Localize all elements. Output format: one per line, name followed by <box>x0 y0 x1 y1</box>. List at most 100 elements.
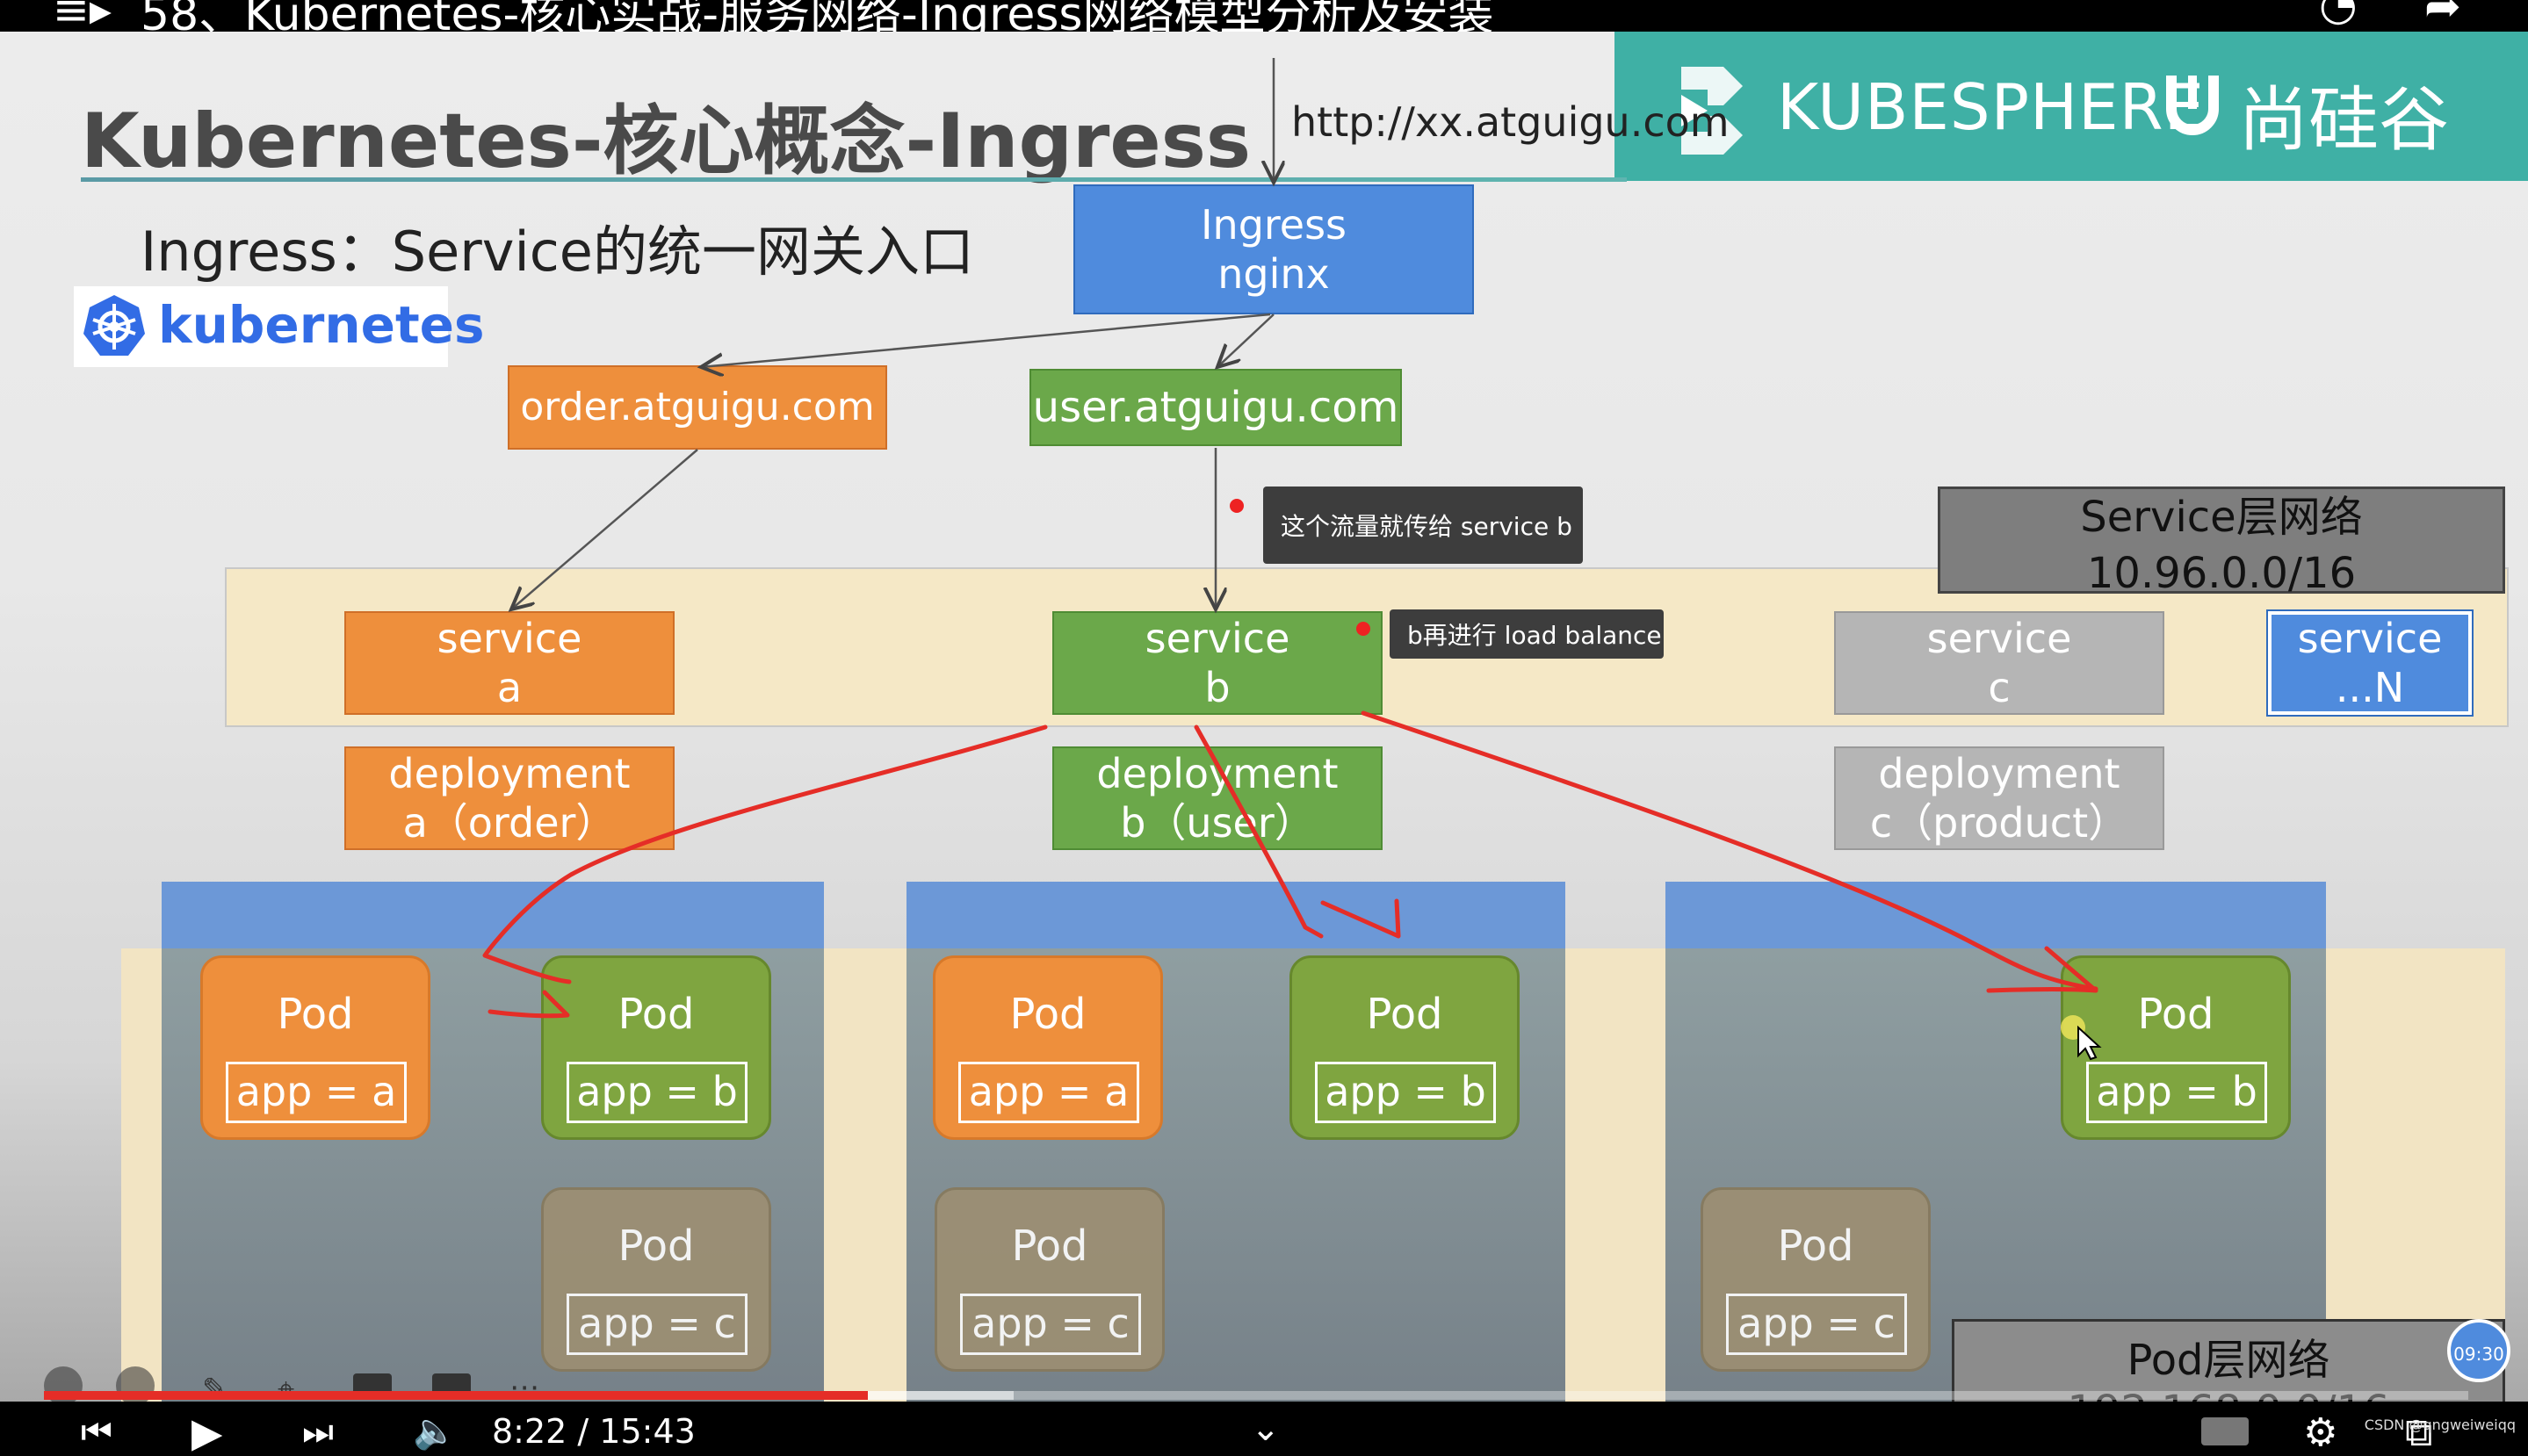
pod-layer-title: Pod层网络 <box>2127 1336 2330 1385</box>
host-user-box: user.atguigu.com <box>1029 369 1402 446</box>
pod-label: Pod <box>1009 990 1087 1039</box>
video-progress-bar[interactable] <box>44 1391 2468 1400</box>
pod-app-label: app = b <box>2086 1062 2267 1123</box>
settings-gear-icon[interactable]: ⚙ <box>2303 1410 2338 1455</box>
diagram-arrows <box>482 58 2102 1061</box>
annotation-tooltip-1: 这个流量就传给 service b <box>1263 487 1583 564</box>
pod-label: Pod <box>1366 990 1443 1039</box>
deployment-b-name: b（user） <box>1120 799 1315 847</box>
deployment-a-label: deployment <box>388 749 631 797</box>
brand-logo-icon <box>2166 76 2219 135</box>
video-title-bar: ≡▸ 58、Kubernetes-核心实战-服务网络-Ingress网络模型分析… <box>0 0 2528 32</box>
pod-node1-a: Pod app = a <box>200 955 430 1140</box>
kubernetes-wordmark: kubernetes <box>158 295 485 355</box>
player-controls: ⏮ ▶ ⏭ 🔈 8:22 / 15:43 ⌄ ⚙ ⧉ <box>0 1402 2528 1456</box>
pod-label: Pod <box>277 990 354 1039</box>
slide-canvas: KUBESPHERE 尚硅谷 Kubernetes-核心概念-Ingress h… <box>0 32 2528 1402</box>
red-arrow-tick-middle <box>1320 898 1401 939</box>
previous-icon[interactable]: ⏮ <box>81 1412 112 1452</box>
time-display: 8:22 / 15:43 <box>492 1412 696 1451</box>
pod-label: Pod <box>1777 1222 1854 1271</box>
red-arrow-tick-right <box>1986 946 2098 993</box>
annotation-text-2: b再进行 load balance <box>1407 621 1662 650</box>
pod-node1-c: Pod app = c <box>541 1187 771 1372</box>
timer-badge: 09:30 <box>2447 1319 2510 1382</box>
pod-app-label: app = c <box>960 1294 1141 1355</box>
deployment-a-name: a（order） <box>402 799 617 847</box>
pod-label: Pod <box>618 1222 695 1271</box>
watermark: CSDN @qngweiweiqq <box>2364 1416 2516 1433</box>
node-3-header <box>1665 882 2326 952</box>
arrow-ingress-to-order <box>701 313 1271 367</box>
service-b-box: service b <box>1052 611 1383 715</box>
annotation-text-1: 这个流量就传给 service b <box>1281 512 1572 541</box>
next-icon[interactable]: ⏭ <box>302 1412 334 1452</box>
kubernetes-helm-icon <box>83 295 145 356</box>
host-order-box: order.atguigu.com <box>508 365 887 450</box>
service-n-name: ...N <box>2335 664 2405 711</box>
service-c-label: service <box>1926 614 2072 662</box>
nginx-label: nginx <box>1217 250 1330 298</box>
kubernetes-logo: kubernetes <box>74 286 485 367</box>
pod-node1-b: Pod app = b <box>541 955 771 1140</box>
pod-layer-label-box: Pod层网络 192.168.0.0/16 <box>1952 1319 2505 1402</box>
title-underline <box>81 177 1627 182</box>
pod-node2-a: Pod app = a <box>933 955 1163 1140</box>
ingress-label: Ingress <box>1200 200 1347 249</box>
watch-later-icon[interactable]: ◔ <box>2319 0 2358 30</box>
pod-label: Pod <box>1011 1222 1088 1271</box>
slide-title: Kubernetes-核心概念-Ingress <box>81 97 1252 185</box>
service-a-box: service a <box>344 611 675 715</box>
deployment-c-label: deployment <box>1878 749 2120 797</box>
kubesphere-wordmark: KUBESPHERE <box>1777 70 2206 144</box>
red-arrow-tick-left <box>488 990 570 1019</box>
service-c-name: c <box>1988 664 2011 711</box>
deployment-b-label: deployment <box>1096 749 1339 797</box>
arrow-order-to-service-a <box>511 449 698 609</box>
deployment-b-box: deployment b（user） <box>1052 746 1383 850</box>
deployment-c-name: c（product） <box>1869 799 2129 847</box>
service-a-label: service <box>437 614 582 662</box>
pod-layer-cidr: 192.168.0.0/16 <box>1954 1387 2503 1402</box>
deployment-c-box: deployment c（product） <box>1834 746 2164 850</box>
play-icon[interactable]: ▶ <box>191 1409 223 1456</box>
service-layer-title: Service层网络 <box>2080 493 2363 542</box>
pod-app-label: app = c <box>567 1294 748 1355</box>
pod-label: Pod <box>618 990 695 1039</box>
arrow-ingress-to-user <box>1217 314 1275 367</box>
kubesphere-logo-icon <box>1681 67 1743 155</box>
pod-node3-c: Pod app = c <box>1701 1187 1931 1372</box>
captions-icon[interactable] <box>2201 1417 2249 1445</box>
annotation-marker-1[interactable] <box>1230 499 1244 513</box>
red-arrow-to-node2-pod <box>1194 724 1324 939</box>
pod-app-label: app = c <box>1726 1294 1907 1355</box>
pod-label: Pod <box>2137 990 2214 1039</box>
video-title: 58、Kubernetes-核心实战-服务网络-Ingress网络模型分析及安装 <box>141 0 1494 32</box>
annotation-tooltip-2: b再进行 load balance <box>1390 609 1664 659</box>
timer-badge-text: 09:30 <box>2453 1344 2504 1365</box>
chapter-chevron-icon[interactable]: ⌄ <box>1251 1409 1281 1449</box>
service-b-name: b <box>1204 664 1231 711</box>
request-url: http://xx.atguigu.com <box>1291 98 1730 146</box>
pod-node3-b: Pod app = b <box>2061 955 2291 1140</box>
node-2-header <box>906 882 1565 952</box>
deployment-a-box: deployment a（order） <box>344 746 675 850</box>
playlist-icon[interactable]: ≡▸ <box>53 0 112 32</box>
service-c-box: service c <box>1834 611 2164 715</box>
red-arrow-to-node1-pod <box>482 724 1048 984</box>
pod-app-label: app = a <box>958 1062 1139 1123</box>
pod-node2-c: Pod app = c <box>935 1187 1165 1372</box>
annotation-marker-2[interactable] <box>1356 622 1370 636</box>
volume-icon[interactable]: 🔈 <box>413 1411 457 1452</box>
node-1-header <box>162 882 824 952</box>
service-layer-label-box: Service层网络 10.96.0.0/16 <box>1938 487 2505 598</box>
slide-subtitle: Ingress：Service的统一网关入口 <box>141 220 974 284</box>
brand-wordmark: 尚硅谷 <box>2238 79 2449 161</box>
pod-app-label: app = b <box>567 1062 748 1123</box>
share-icon[interactable]: ➦ <box>2424 0 2461 32</box>
host-order-label: order.atguigu.com <box>520 385 875 430</box>
progress-played <box>44 1391 869 1400</box>
pod-app-label: app = b <box>1315 1062 1496 1123</box>
service-n-label: service <box>2297 614 2443 662</box>
host-user-label: user.atguigu.com <box>1032 382 1399 432</box>
